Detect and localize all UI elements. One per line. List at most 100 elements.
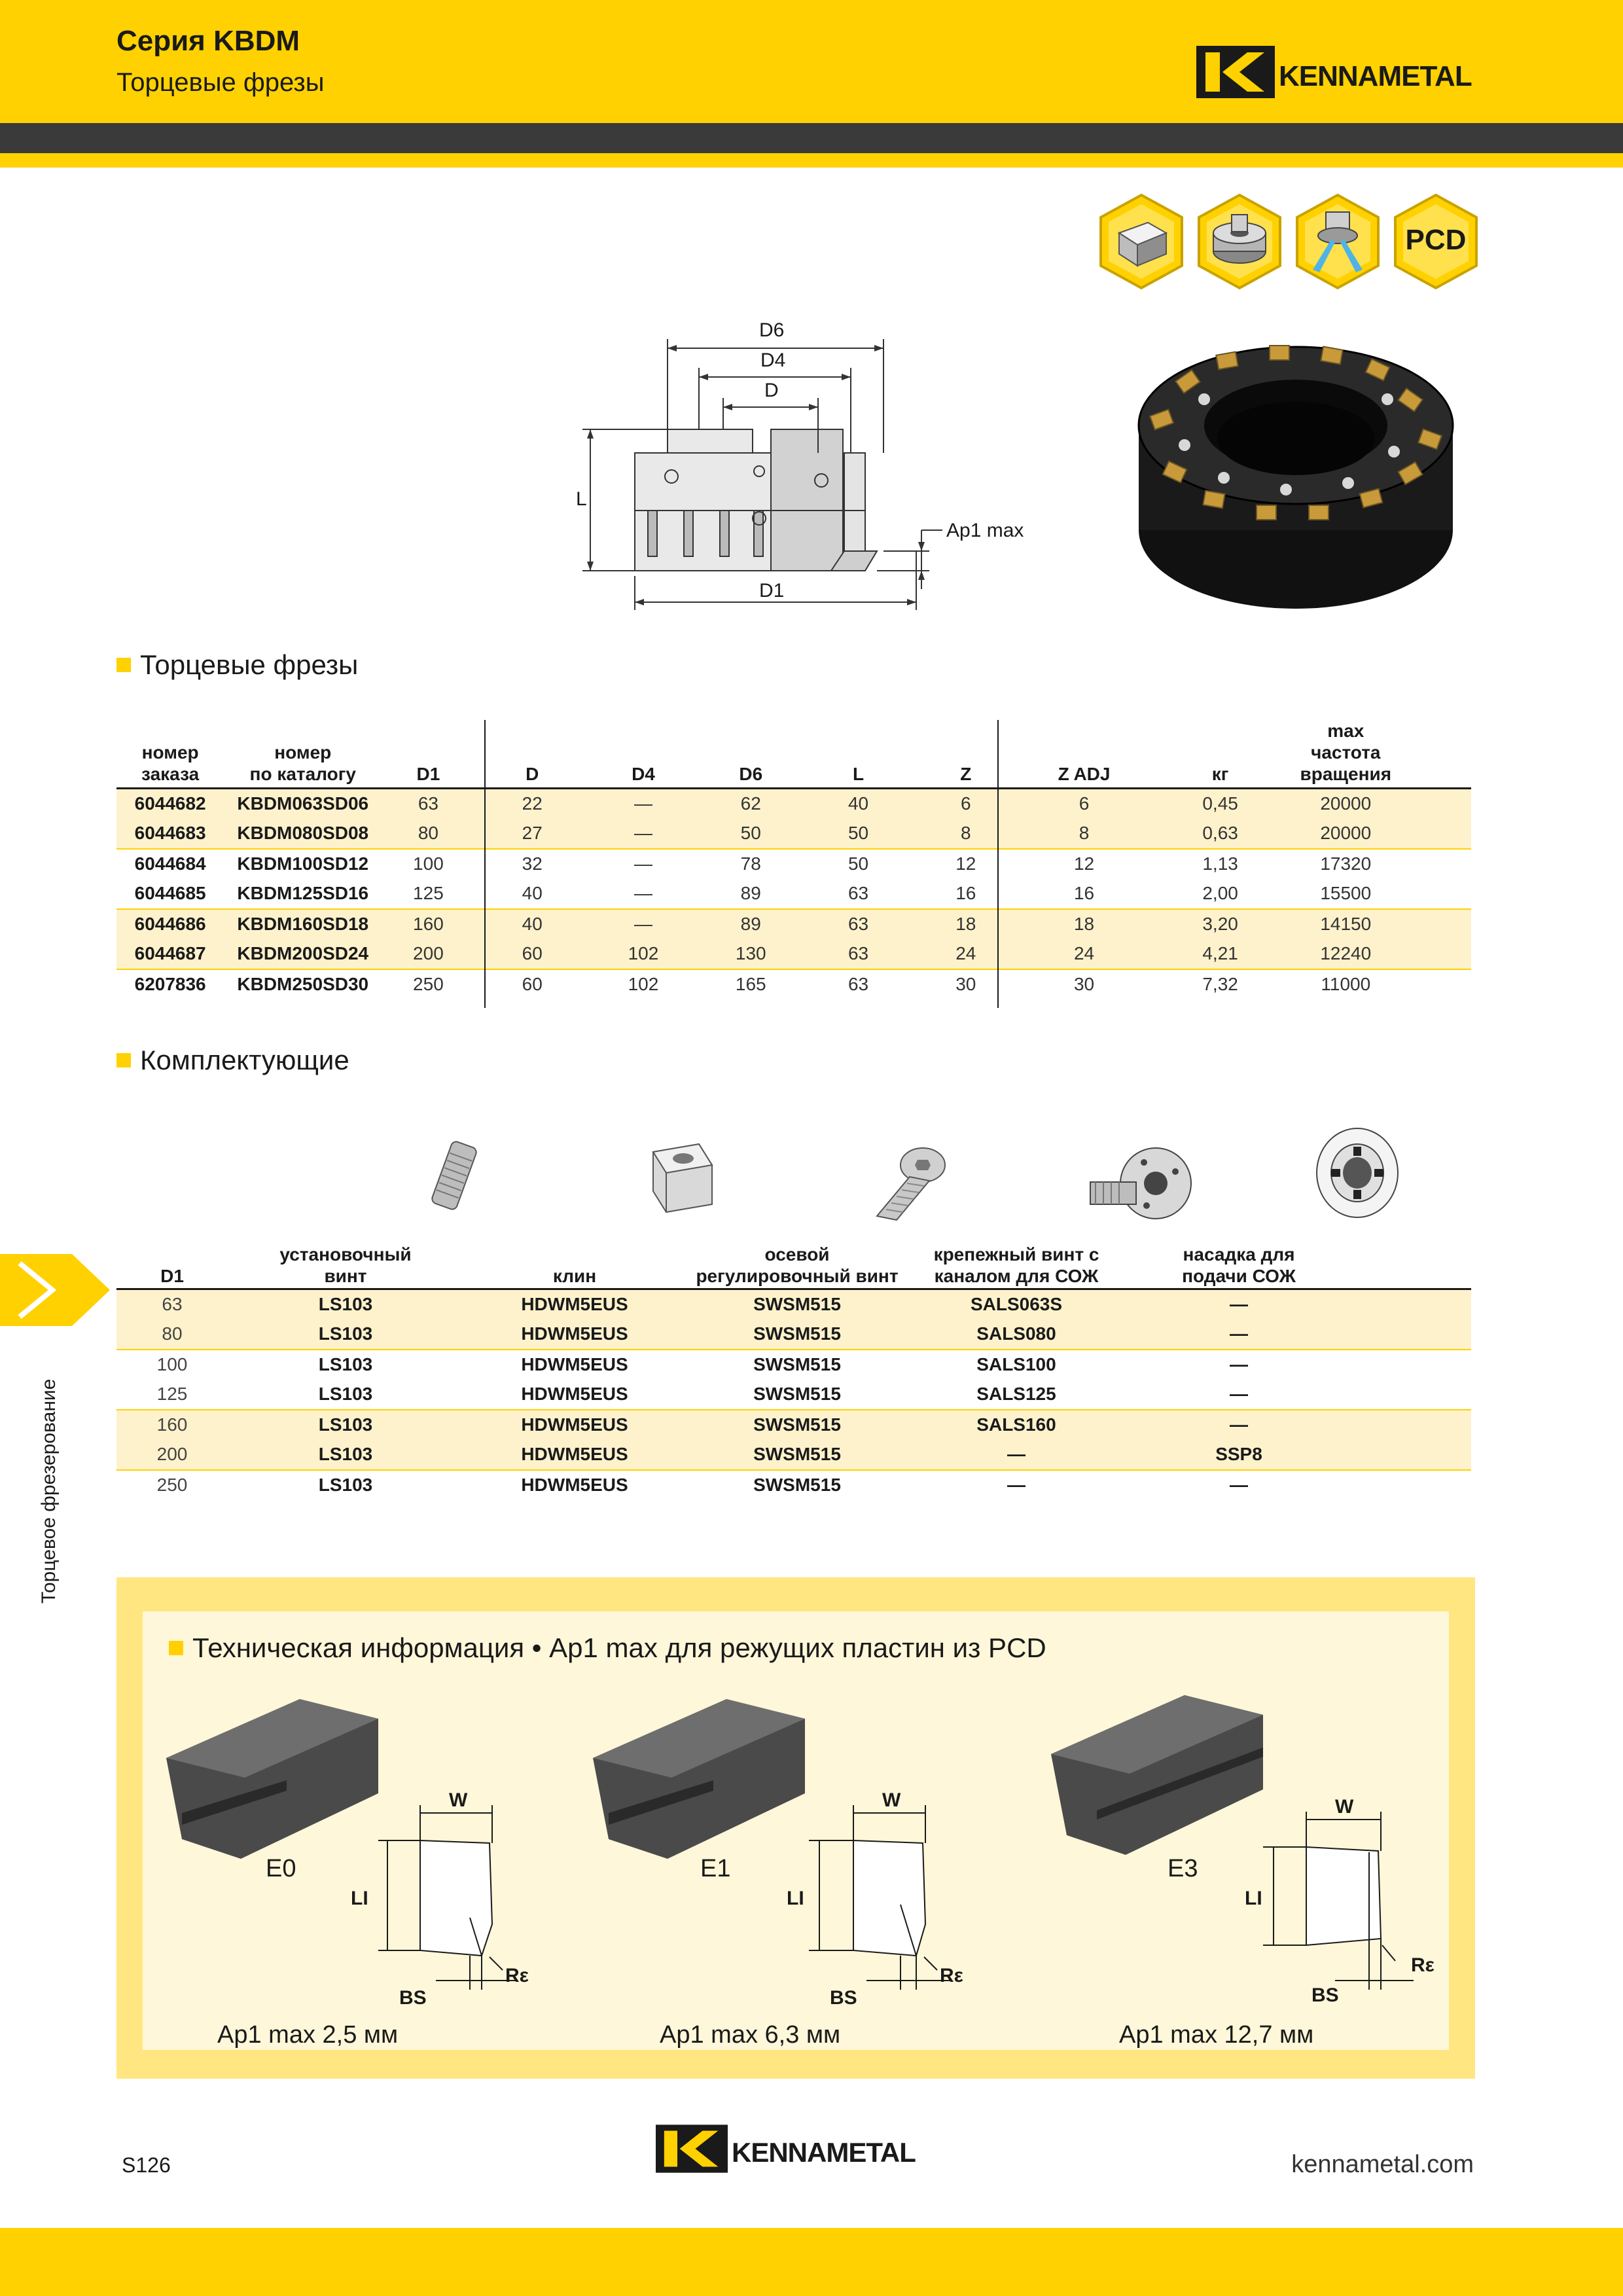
col-wedge: клин (463, 1244, 686, 1290)
cell-l: 63 (847, 883, 869, 903)
cell-setting-screw: LS103 (228, 1319, 463, 1350)
table-row: 125 LS103 HDWM5EUS SWSM515 SALS125 — (116, 1380, 1471, 1410)
cell-lock-screw: SALS080 (908, 1319, 1124, 1350)
cell-z-adj: 12 (1019, 848, 1149, 879)
insert-code: E3 (1168, 1855, 1198, 1882)
cell-d6: 89 (740, 883, 761, 903)
cell-z-adj: 8 (1019, 818, 1149, 849)
page-title: Серия KBDM (116, 25, 300, 57)
dim-d-label: D (764, 380, 779, 401)
table-row: 6044682 KBDM063SD06 63 22 — 62 40 6 6 0,… (116, 788, 1471, 819)
tool-clamp-icon (1195, 192, 1284, 291)
logo-wordmark: KENNAMETAL (1279, 60, 1472, 92)
cell-lock-screw: — (908, 1439, 1124, 1470)
cell-kg: 4,21 (1149, 939, 1293, 969)
cell-z: 16 (955, 883, 976, 903)
cell-order-no: 6044683 (116, 818, 224, 849)
cell-setting-screw: LS103 (228, 1408, 463, 1440)
cell-d4: 102 (589, 968, 698, 999)
footer-band (0, 2228, 1623, 2296)
cell-d1: 250 (116, 1469, 228, 1500)
cell-d: 27 (474, 818, 590, 849)
cell-kg: 0,45 (1149, 788, 1293, 819)
cell-wedge: HDWM5EUS (463, 1289, 686, 1319)
insert-code: E1 (700, 1855, 731, 1882)
cell-l: 63 (804, 968, 912, 999)
cell-d1: 100 (382, 848, 475, 879)
dim-d6-label: D6 (759, 319, 784, 341)
dim-bs-label: BS (830, 1987, 857, 2009)
cell-wedge: HDWM5EUS (463, 1439, 686, 1470)
coolant-lock-screw-icon (1090, 1147, 1192, 1219)
dim-li-label: LI (351, 1888, 368, 1909)
cell-lock-screw: SALS063S (908, 1289, 1124, 1319)
cell-catalog-no: KBDM125SD16 (237, 883, 369, 903)
footer-logo: KENNAMETAL (656, 2125, 916, 2173)
cell-coolant-nozzle: — (1230, 1384, 1248, 1404)
dim-w-label: W (449, 1789, 468, 1811)
table-row: 250 LS103 HDWM5EUS SWSM515 — — (116, 1469, 1471, 1500)
cell-d1: 63 (382, 788, 475, 819)
cell-d4: 102 (589, 939, 698, 969)
cell-z-adj: 6 (1019, 788, 1149, 819)
table-row: 200 LS103 HDWM5EUS SWSM515 — SSP8 (116, 1439, 1471, 1470)
dim-d1-label: D1 (759, 580, 784, 601)
face-mill-photo (1137, 345, 1454, 609)
cell-l: 63 (804, 939, 912, 969)
dim-ap1-label: Ap1 max (946, 520, 1024, 541)
cell-z: 6 (912, 788, 1020, 819)
cell-d1: 125 (156, 1384, 188, 1404)
cell-l: 40 (804, 788, 912, 819)
pcd-insert-e1-icon: W LI BS Rε (593, 1699, 963, 2009)
chapter-label: Торцевое фрезерование (38, 1378, 60, 1604)
cell-d6: 89 (697, 908, 805, 939)
table-row: 6044685 KBDM125SD16 125 40 — 89 63 16 16… (116, 879, 1471, 909)
cell-z: 24 (912, 939, 1020, 969)
cell-axial-screw: SWSM515 (753, 1384, 841, 1404)
cell-wedge: HDWM5EUS (463, 1319, 686, 1350)
cell-order-no: 6044687 (116, 939, 224, 969)
dim-li-label: LI (1245, 1888, 1262, 1909)
cell-d: 22 (474, 788, 590, 819)
chapter-tab-chevron-icon (0, 1254, 110, 1326)
cell-z: 18 (912, 908, 1020, 939)
cell-z: 12 (912, 848, 1020, 879)
kennametal-k-icon (1196, 46, 1275, 98)
cell-coolant-nozzle: — (1124, 1469, 1353, 1500)
cell-d1: 200 (382, 939, 475, 969)
workpiece-block-icon (1097, 192, 1186, 291)
cell-d4: — (589, 818, 698, 849)
cell-axial-screw: SWSM515 (686, 1408, 908, 1440)
cell-coolant-nozzle: — (1124, 1408, 1353, 1440)
cell-max-speed: 11000 (1292, 968, 1400, 999)
table-column-divider (997, 720, 999, 1008)
table-row: 160 LS103 HDWM5EUS SWSM515 SALS160 — (116, 1408, 1471, 1440)
dim-w-label: W (1335, 1796, 1354, 1818)
website-link[interactable]: kennametal.com (1291, 2151, 1474, 2178)
cell-z: 8 (912, 818, 1020, 849)
cell-d: 32 (474, 848, 590, 879)
cell-kg: 7,32 (1149, 968, 1293, 999)
cell-order-no: 6044685 (134, 883, 206, 903)
tech-info-title-text: Техническая информация • Ap1 max для реж… (192, 1632, 1046, 1663)
cell-axial-screw: SWSM515 (686, 1289, 908, 1319)
cell-d6: 78 (697, 848, 805, 879)
table-column-divider (484, 720, 486, 1008)
pcd-insert-e0-icon: W LI BS Rε (166, 1699, 529, 2009)
cell-d6: 130 (697, 939, 805, 969)
table-row: 6044686 KBDM160SD18 160 40 — 89 63 18 18… (116, 908, 1471, 939)
header-logo: KENNAMETAL (1196, 46, 1472, 98)
pcd-insert-e3-icon: W LI BS Rε (1051, 1695, 1435, 2006)
cell-d1: 80 (116, 1319, 228, 1350)
insert-e1: W LI BS Rε E1 Ap1 max 6,3 мм (593, 1682, 1012, 2049)
bullet-square (116, 1053, 131, 1067)
section-title-face-mills: Торцевые фрезы (116, 649, 358, 681)
cell-wedge: HDWM5EUS (463, 1348, 686, 1380)
cell-d: 60 (474, 939, 590, 969)
cell-d4: — (589, 788, 698, 819)
section-title-text: Комплектующие (140, 1045, 349, 1075)
